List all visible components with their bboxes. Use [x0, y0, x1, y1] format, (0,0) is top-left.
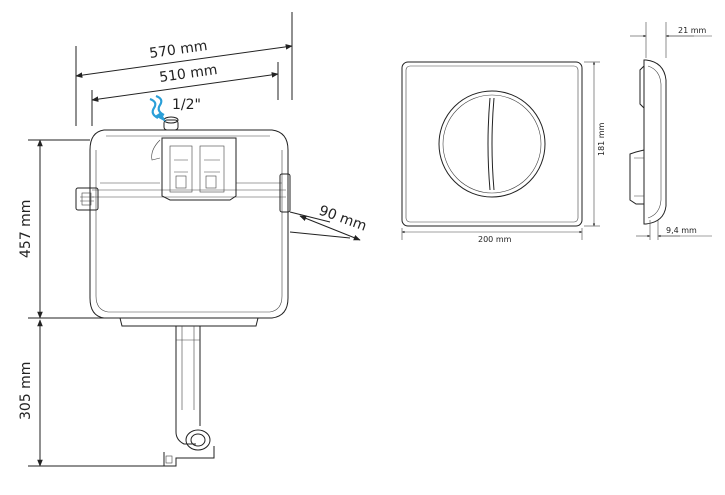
cistern-drawing: 570 mm 510 mm 1/2" 90 mm 457 mm	[18, 12, 369, 467]
inlet-size-label: 1/2"	[172, 97, 201, 113]
dimension-510: 510 mm	[91, 62, 279, 126]
dim-305-label: 305 mm	[18, 362, 34, 420]
dim-457-label: 457 mm	[18, 200, 34, 258]
side-depth-label: 21 mm	[678, 26, 707, 35]
dim-510-label: 510 mm	[158, 62, 218, 86]
flush-valve-frame	[151, 137, 237, 201]
dimension-305: 305 mm	[18, 319, 164, 467]
dimension-457: 457 mm	[18, 139, 120, 319]
plate-height-label: 181 mm	[597, 122, 606, 156]
plate-width-label: 200 mm	[478, 235, 512, 244]
flush-plate-front: 200 mm 181 mm	[401, 61, 606, 244]
drain-pipe	[163, 326, 215, 467]
flush-plate-side: 21 mm 9,4 mm	[629, 22, 712, 240]
left-mounting-bracket	[75, 187, 99, 211]
dim-90-label: 90 mm	[317, 203, 369, 235]
inlet-valve	[163, 116, 179, 131]
side-base-label: 9,4 mm	[666, 226, 697, 235]
flush-button-round	[438, 90, 546, 198]
right-mounting-bracket	[279, 173, 291, 213]
flush-plate-outline	[401, 61, 583, 227]
water-inlet-arrow	[149, 94, 166, 122]
cistern-tank	[89, 129, 289, 319]
dimension-90: 90 mm	[289, 203, 369, 241]
